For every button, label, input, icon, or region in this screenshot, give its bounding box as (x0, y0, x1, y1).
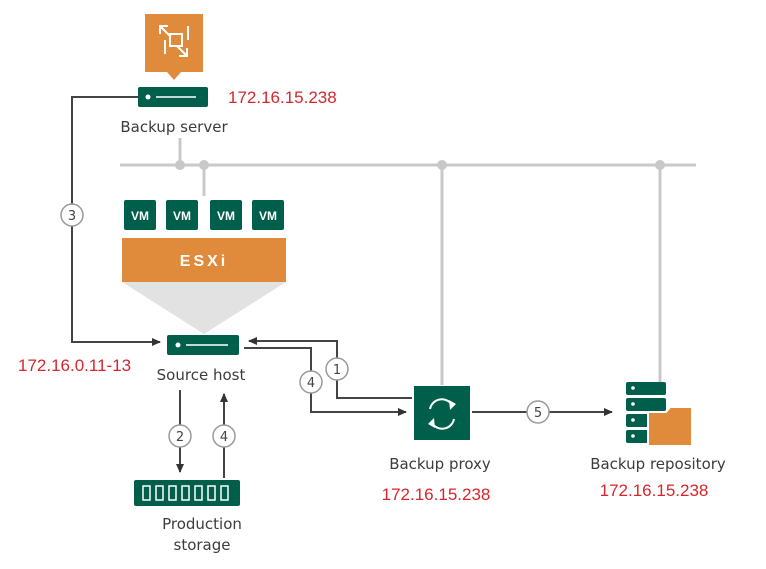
backup-repository-ip: 172.16.15.238 (600, 481, 709, 500)
step-2-label: 2 (176, 430, 184, 445)
backup-server-box (138, 87, 208, 107)
source-host-label: Source host (157, 366, 246, 384)
step-4-label: 4 (307, 376, 315, 391)
backup-proxy-icon (414, 386, 470, 440)
vm-label: VM (173, 209, 191, 223)
step-5-label: 5 (534, 406, 542, 421)
production-storage-label-line2: storage (174, 536, 231, 554)
backup-server-icon (145, 14, 203, 80)
source-host-box (167, 335, 239, 355)
backup-proxy-ip: 172.16.15.238 (382, 485, 491, 504)
vm-label: VM (259, 209, 277, 223)
vm-label: VM (217, 209, 235, 223)
esxi-bar (122, 238, 286, 282)
backup-repository-icon (626, 382, 693, 447)
vm-row: VM VM VM VM (124, 200, 284, 230)
production-storage-icon (134, 480, 240, 506)
esxi-funnel (122, 282, 286, 334)
backup-repository-label: Backup repository (590, 455, 726, 473)
step-1-label: 1 (333, 363, 341, 378)
network-lines (120, 138, 696, 385)
production-storage-label-line1: Production (162, 515, 242, 533)
backup-server-label: Backup server (120, 118, 228, 136)
step-4b-label: 4 (220, 430, 228, 445)
esxi-label: ESXi (180, 253, 228, 270)
network-junctions (175, 160, 665, 170)
vm-label: VM (131, 209, 149, 223)
source-host-ip: 172.16.0.11-13 (18, 356, 131, 375)
step-markers: 3 1 4 2 4 5 (60, 203, 550, 448)
backup-proxy-label: Backup proxy (389, 455, 491, 473)
step-3-label: 3 (68, 209, 76, 224)
backup-server-ip: 172.16.15.238 (228, 88, 337, 107)
